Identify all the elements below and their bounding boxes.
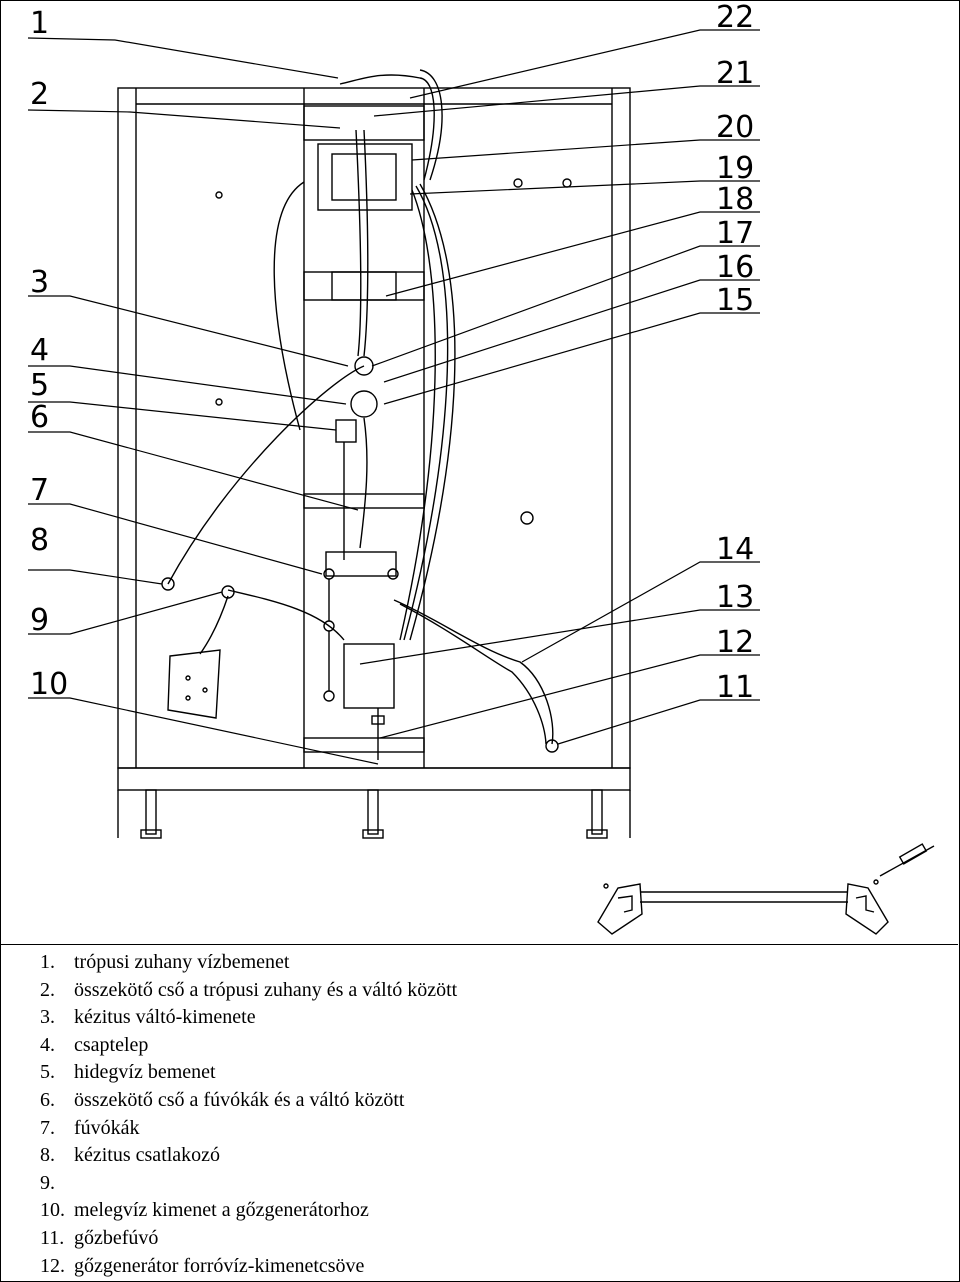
callout-11: 11: [716, 670, 754, 705]
callout-14: 14: [716, 532, 754, 567]
callout-1: 1: [30, 6, 49, 41]
callout-4: 4: [30, 333, 49, 368]
legend-item: 10.melegvíz kimenet a gőzgenerátorhoz: [40, 1199, 369, 1222]
callout-2: 2: [30, 77, 49, 112]
callout-19: 19: [716, 151, 754, 186]
glass-profile-detail: [597, 843, 935, 935]
legend-item: 5.hidegvíz bemenet: [40, 1061, 216, 1084]
callout-7: 7: [30, 473, 49, 508]
legend-item: 2.összekötő cső a trópusi zuhany és a vá…: [40, 978, 458, 1001]
legend-item: 9.: [40, 1171, 55, 1194]
callout-10: 10: [30, 667, 68, 702]
legend-item: 12.gőzgenerátor forróvíz-kimenetcsöve: [40, 1254, 365, 1277]
legend-item: 3.kézitus váltó-kimenete: [40, 1006, 256, 1029]
callout-16: 16: [716, 250, 754, 285]
callout-3: 3: [30, 265, 49, 300]
cabinet-base: [117, 767, 631, 791]
callout-20: 20: [716, 110, 754, 145]
callout-13: 13: [716, 580, 754, 615]
callout-5: 5: [30, 368, 49, 403]
callout-15: 15: [716, 283, 754, 318]
plumbing-diagram: 1 2 3 4 5 6 7 8 9 10 11 12 13 14 15 16 1…: [27, 0, 935, 935]
steam-generator: [343, 643, 395, 709]
legend-item: 7.fúvókák: [40, 1116, 140, 1139]
callout-21: 21: [716, 56, 754, 91]
legend-separator: [0, 944, 958, 945]
callout-6: 6: [30, 400, 49, 435]
legend-list: 1.trópusi zuhany vízbemenet 2.összekötő …: [40, 949, 457, 1280]
callout-8: 8: [30, 523, 49, 558]
cabinet-frame: [117, 87, 631, 769]
legend-item: 4.csaptelep: [40, 1033, 149, 1056]
legend-item: 1.trópusi zuhany vízbemenet: [40, 951, 290, 973]
legend-item: 8.kézitus csatlakozó: [40, 1144, 221, 1167]
legend-item: 6.összekötő cső a fúvókák és a váltó köz…: [40, 1088, 405, 1111]
legend-item: 11.gőzbefúvó: [40, 1226, 159, 1249]
callout-17: 17: [716, 216, 754, 251]
callout-9: 9: [30, 603, 49, 638]
callout-18: 18: [716, 182, 754, 217]
callout-12: 12: [716, 625, 754, 660]
callout-22: 22: [716, 0, 754, 35]
